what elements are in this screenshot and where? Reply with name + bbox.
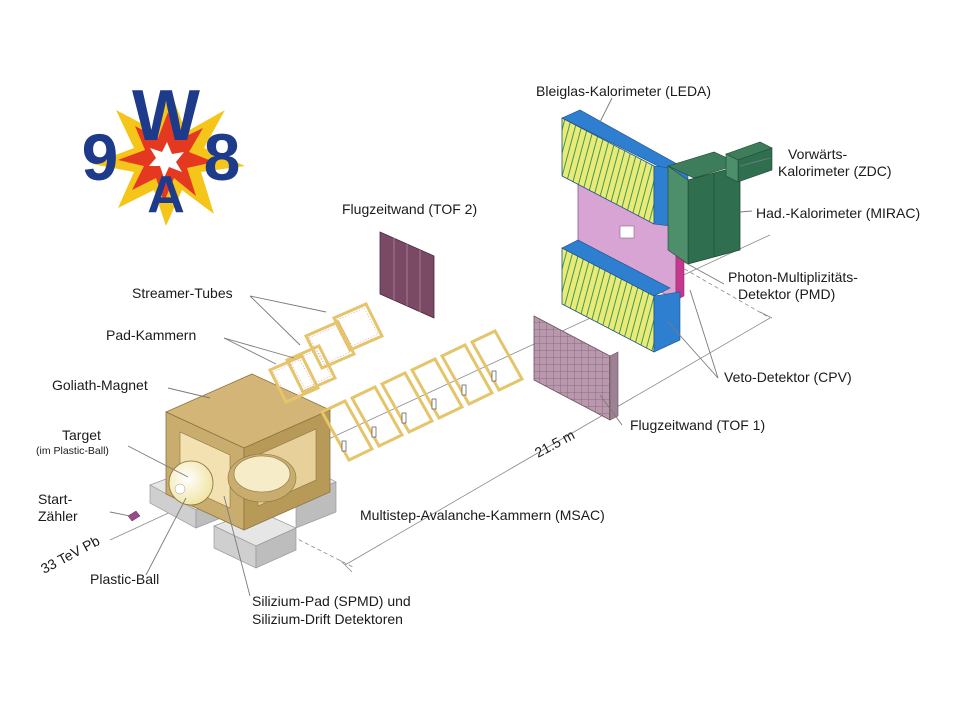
- label-goliath-magnet: Goliath-Magnet: [52, 377, 148, 393]
- start-counter: [127, 510, 141, 522]
- logo-letter-8: 8: [204, 120, 241, 194]
- label-leda: Bleiglas-Kalorimeter (LEDA): [536, 83, 711, 99]
- label-tof1: Flugzeitwand (TOF 1): [630, 417, 765, 433]
- label-spmd-line1: Silizium-Pad (SPMD) und: [252, 593, 411, 609]
- logo-letter-w: W: [132, 76, 200, 156]
- label-pmd-line2: Detektor (PMD): [738, 286, 835, 302]
- label-beam: 33 TeV Pb: [38, 532, 103, 576]
- label-plastic-ball: Plastic-Ball: [90, 571, 159, 587]
- label-start-line2: Zähler: [38, 508, 78, 524]
- tof2-wall: [379, 231, 435, 319]
- label-mirac: Had.-Kalorimeter (MIRAC): [756, 205, 920, 221]
- label-cpv: Veto-Detektor (CPV): [724, 369, 852, 385]
- pad-chambers-and-streamer-tubes: [267, 302, 385, 404]
- leader-lines: [109, 97, 771, 597]
- msac-readout-modules: [341, 370, 497, 452]
- zdc-calorimeter: [725, 141, 773, 183]
- label-pmd-line1: Photon-Multiplizitäts-: [728, 269, 858, 285]
- label-distance: 21.5 m: [532, 426, 577, 460]
- logo-burst-core-shape: [149, 142, 184, 178]
- labels: Bleiglas-Kalorimeter (LEDA) Vorwärts- Ka…: [36, 83, 920, 627]
- label-pad-chambers: Pad-Kammern: [106, 327, 196, 343]
- label-tof2: Flugzeitwand (TOF 2): [342, 201, 477, 217]
- label-target-sub: (im Plastic-Ball): [36, 445, 109, 457]
- label-zdc-line2: Kalorimeter (ZDC): [778, 163, 892, 179]
- tof1-wall: [533, 315, 619, 421]
- logo-letter-9: 9: [82, 120, 119, 194]
- wa98-logo: W 9 8 A: [82, 76, 245, 226]
- label-start-line1: Start-: [38, 491, 73, 507]
- msac-chambers: [319, 329, 525, 462]
- label-spmd-line2: Silizium-Drift Detektoren: [252, 611, 403, 627]
- label-msac: Multistep-Avalanche-Kammern (MSAC): [360, 507, 605, 523]
- mirac-calorimeter: [667, 151, 741, 265]
- label-streamer-tubes: Streamer-Tubes: [132, 285, 233, 301]
- plastic-ball: [168, 460, 214, 506]
- label-zdc-line1: Vorwärts-: [788, 146, 847, 162]
- logo-letter-a: A: [147, 166, 185, 224]
- label-target: Target: [62, 427, 101, 443]
